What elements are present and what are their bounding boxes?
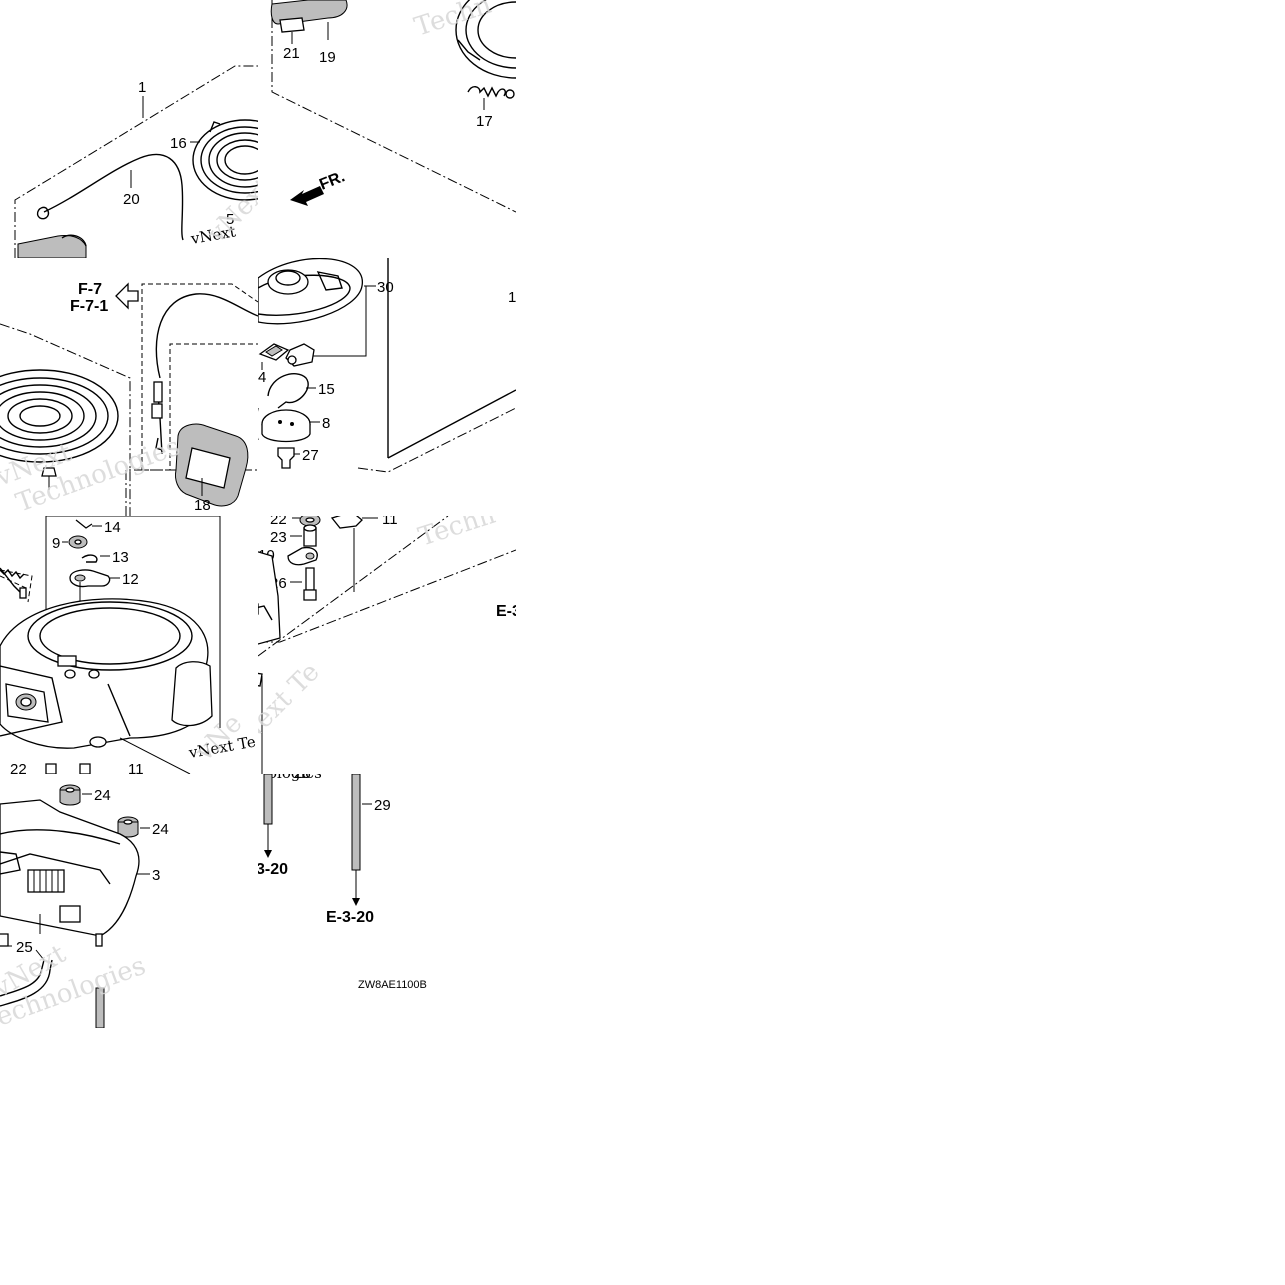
grommet-24b [117, 816, 139, 838]
callout-27: 27 [302, 447, 319, 464]
callout-19: 19 [319, 49, 336, 66]
callout-29: 29 [374, 797, 391, 814]
rope-clip-21 [279, 17, 305, 33]
callout-8: 8 [322, 415, 330, 432]
spring-13 [81, 554, 98, 563]
direction-label: FR. [317, 168, 347, 193]
breather-tube-25 [0, 959, 53, 1007]
recoil-spring-large [0, 369, 119, 463]
grip-19 [270, 0, 348, 25]
callout-14: 14 [104, 519, 121, 536]
callout-25: 25 [16, 939, 33, 956]
callout-28: 28 [294, 774, 311, 782]
callout-15: 15 [318, 381, 335, 398]
callout-1b: 1 [508, 289, 516, 306]
callout-4: 4 [258, 369, 266, 386]
callout-13: 13 [112, 549, 129, 566]
watermark-techn-1: Techn [411, 0, 495, 43]
tile-air-cleaner: 24 24 [0, 774, 258, 1028]
recoil-spring [192, 119, 258, 201]
callout-22-lower: 22 [10, 761, 27, 774]
callout-9: 9 [52, 535, 60, 552]
starter-reel [455, 0, 516, 79]
callout-30: 30 [377, 279, 394, 296]
friction-plate-8 [261, 409, 311, 443]
tile-choke-linkage: Techn 22 11 23 10 26 [258, 516, 516, 774]
callout-12: 12 [122, 571, 139, 588]
fan-cover-housing [0, 598, 213, 749]
callout-3: 3 [152, 867, 160, 884]
ref-f71: F-7-1 [70, 298, 108, 315]
grommet-22 [299, 516, 321, 527]
ref-e-3-20: E-3-20 [326, 909, 374, 926]
friction-spring-15 [267, 373, 309, 409]
starter-rope [43, 153, 184, 241]
ref-arrow-f7 [115, 282, 139, 310]
callout-11-lower: 11 [128, 761, 144, 774]
tile-recoil-rope: 1 16 20 5 vNext vNext [0, 0, 258, 258]
callout-1: 1 [138, 79, 146, 96]
bolt-26 [305, 567, 315, 591]
callout-5: 5 [226, 211, 234, 228]
choke-lever-11 [330, 516, 363, 529]
starter-pulley-30 [258, 258, 363, 325]
tile-fan-cover: 14 9 13 12 [0, 516, 258, 774]
callout-18: 18 [194, 497, 211, 514]
gasket-18 [175, 423, 249, 507]
callout-17: 17 [476, 113, 493, 130]
ref-e3: E-3 [496, 603, 516, 620]
tile-cable-and-gasket: F-7 F-7-1 [0, 258, 258, 516]
tube-left [263, 774, 273, 825]
pin-14 [75, 519, 93, 529]
spring-17 [467, 86, 507, 98]
washer-9 [68, 535, 88, 549]
grommet-24a [59, 784, 81, 806]
bolt-25 [0, 933, 9, 947]
choke-cable [155, 293, 258, 379]
callout-11: 11 [382, 516, 398, 528]
callout-23: 23 [270, 529, 287, 546]
ref-3-20: 3-20 [258, 861, 288, 878]
tile-grip-and-reel: 19 21 Techn 17 FR. [258, 0, 516, 258]
watermark-techn-2: Techn [415, 516, 499, 553]
starter-grip-handle [17, 235, 87, 258]
tile-starter-pulley: 30 4 15 8 27 [258, 258, 516, 516]
bolt-27 [277, 447, 295, 469]
side-bracket [258, 551, 281, 645]
watermark-vnext-4: vNext Te [258, 657, 326, 762]
choke-link-10 [287, 546, 318, 566]
front-direction-arrow: FR. [290, 168, 347, 206]
callout-20: 20 [123, 191, 140, 208]
callout-16: 16 [170, 135, 187, 152]
callout-24b: 24 [152, 821, 169, 838]
ref-f7: F-7 [78, 281, 102, 298]
air-cleaner-case-3 [0, 799, 140, 947]
callout-22: 22 [270, 516, 287, 528]
tile-breather-tubes: ologies 28 3-20 29 E-3-20 ZW8AE1100B [258, 774, 516, 1028]
tube-29 [351, 774, 361, 871]
callout-24a: 24 [94, 787, 111, 804]
watermark-ologies: ologies [268, 774, 322, 782]
callout-21: 21 [283, 45, 300, 62]
drawing-code: ZW8AE1100B [358, 979, 427, 991]
